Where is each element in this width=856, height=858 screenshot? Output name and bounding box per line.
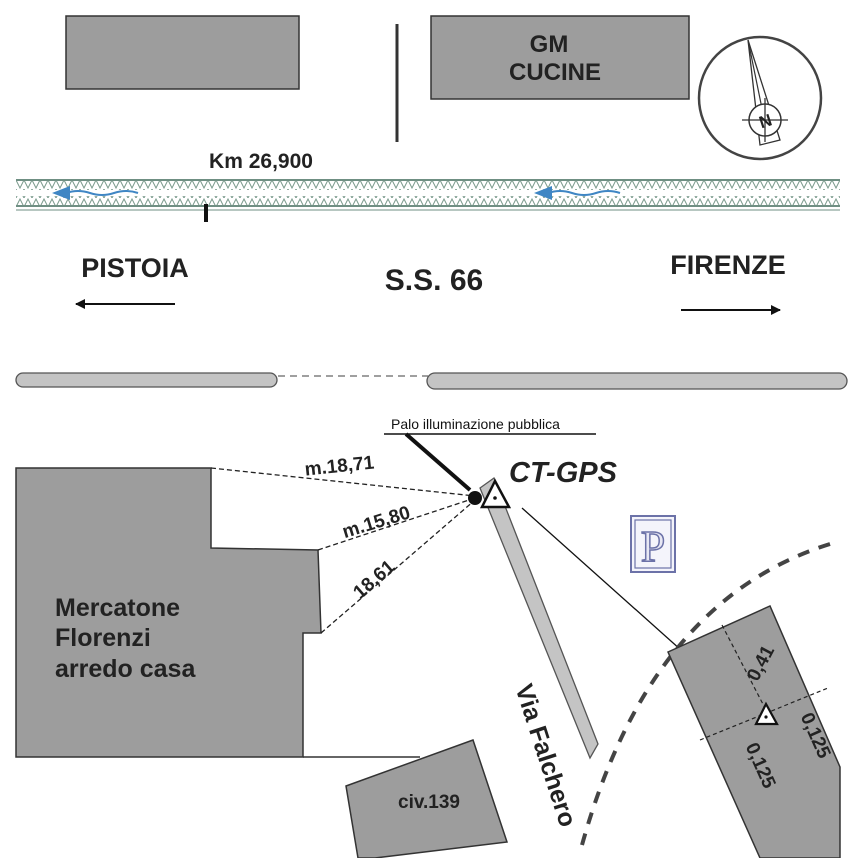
mercatone-label-line3: arredo casa (55, 655, 196, 683)
detail-triangle-icon (754, 701, 779, 726)
gm-cucine-label-line2: CUCINE (509, 59, 601, 86)
detail-dim-line-horizontal (699, 687, 829, 741)
water-flow-arrow-right (534, 186, 621, 200)
detail-building (667, 605, 841, 858)
parking-icon: P (630, 515, 676, 573)
building-civ139 (345, 739, 509, 858)
ct-gps-label: CT-GPS (509, 457, 618, 489)
lamp-label: Palo illuminazione pubblica (391, 416, 560, 432)
direction-firenze: FIRENZE (670, 250, 786, 280)
distance-label-2: m.15,80 (340, 503, 413, 543)
distance-line-2 (317, 497, 476, 551)
north-arrow-icon: N (697, 35, 823, 161)
lamp-post-icon (468, 491, 482, 505)
civ139-label: civ.139 (398, 792, 460, 813)
building-gm-cucine (430, 15, 690, 100)
gm-cucine-label-line1: GM (530, 31, 569, 58)
svg-text:P: P (641, 522, 665, 571)
distance-line-1 (210, 467, 476, 497)
detail-dim-line-vertical (721, 624, 767, 711)
distance-label-3: 18,61 (350, 556, 400, 603)
north-letter: N (757, 110, 775, 132)
km-marker-label: Km 26,900 (209, 150, 313, 173)
distance-line-3 (320, 499, 476, 634)
direction-pistoia: PISTOIA (81, 253, 189, 283)
lamp-leader-line (404, 432, 472, 492)
distance-label-1: m.18,71 (304, 452, 376, 480)
water-flow-arrow-left (52, 186, 139, 200)
via-falchero-strip (479, 476, 599, 760)
curb-left (15, 372, 278, 388)
road-hedge-band (16, 179, 840, 211)
road-name: S.S. 66 (385, 264, 483, 297)
ct-gps-triangle-icon (479, 478, 512, 509)
building-top-left (65, 15, 300, 90)
curb-right (426, 372, 848, 390)
mercatone-label-line2: Florenzi (55, 624, 151, 652)
mercatone-label-line1: Mercatone (55, 594, 180, 622)
